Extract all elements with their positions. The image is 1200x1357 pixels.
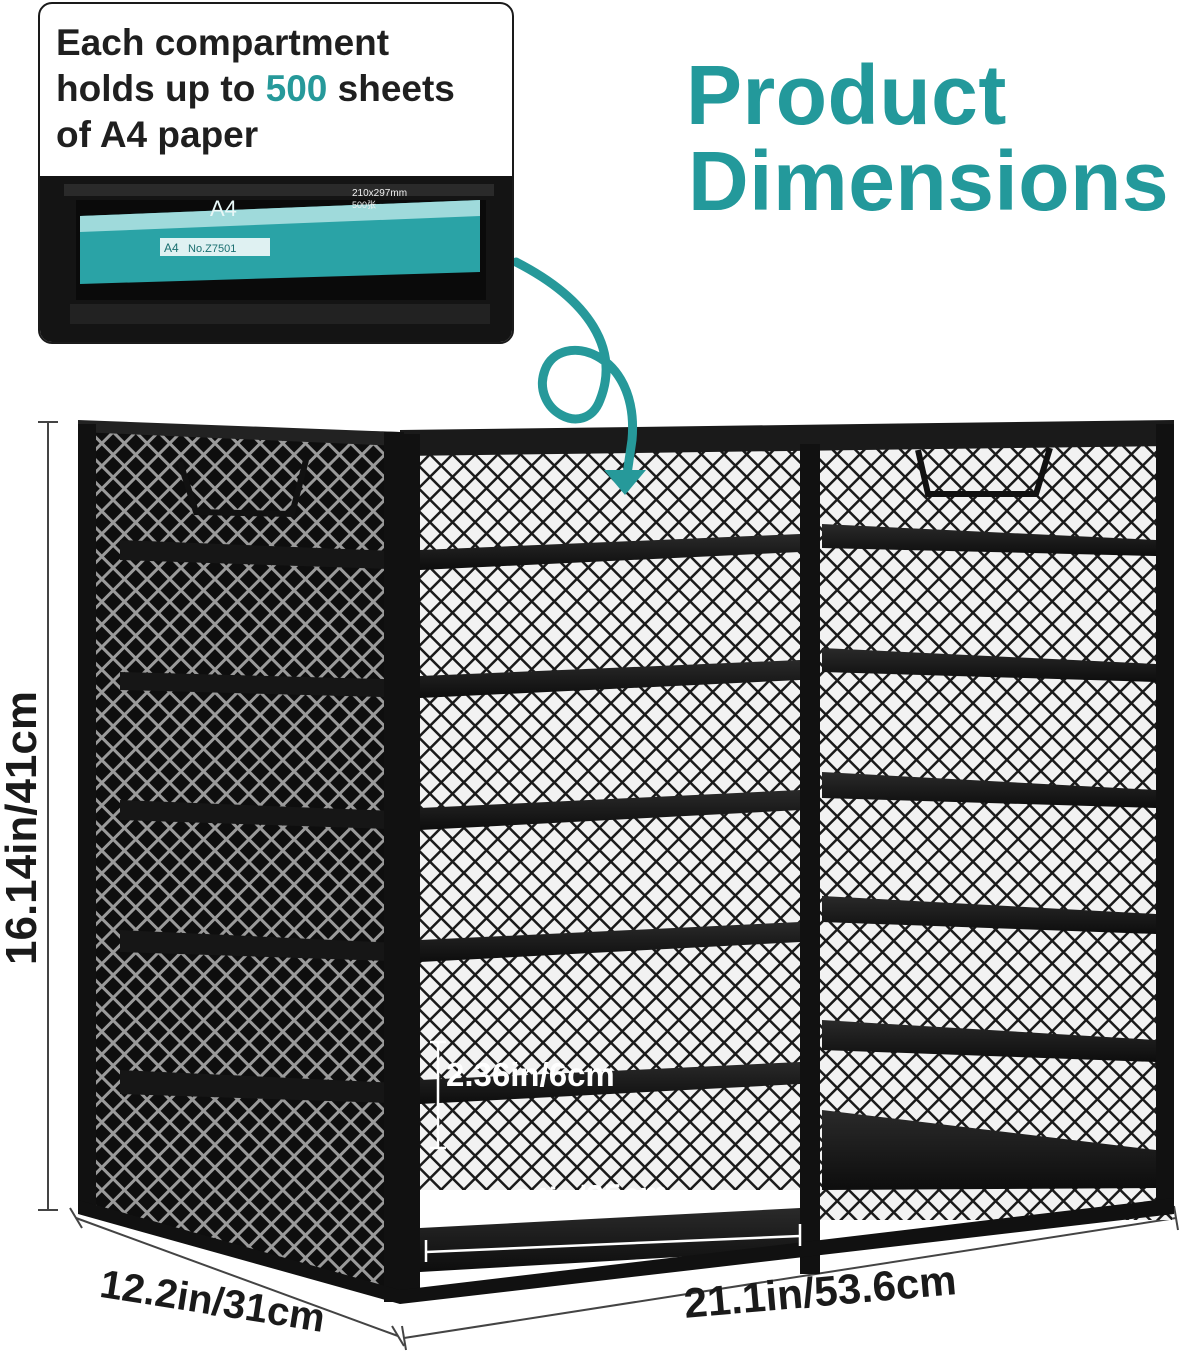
ream-code: No.Z7501 (188, 243, 236, 255)
dimension-lines (38, 421, 1179, 1351)
frame (78, 424, 1174, 1304)
arrow-icon (511, 257, 637, 493)
ream-big-label: A4 (210, 196, 237, 221)
middle-shelves (420, 534, 800, 1272)
title-line-2: Dimensions (688, 134, 1170, 228)
sheet-count: 500 (265, 68, 328, 109)
paper-ream-photo: A4 210x297mm 500张 A4 No.Z7501 (40, 176, 512, 342)
callout-line-3: of A4 paper (56, 114, 259, 155)
page-title: Product Dimensions (686, 52, 1169, 224)
ream-sheets: 500张 (352, 200, 376, 210)
callout-line-2-suffix: sheets (327, 68, 455, 109)
ream-size: 210x297mm (352, 188, 407, 199)
ream-small-label: A4 (164, 241, 179, 255)
capacity-callout: Each compartment holds up to 500 sheets … (38, 2, 514, 344)
callout-line-2-prefix: holds up to (56, 68, 266, 109)
title-line-1: Product (686, 48, 1007, 142)
callout-line-1: Each compartment (56, 22, 390, 63)
capacity-text: Each compartment holds up to 500 sheets … (56, 20, 504, 158)
handle-icon (177, 447, 1053, 518)
right-shelves (822, 524, 1156, 1190)
height-dimension: 16.14in/41cm (0, 691, 46, 965)
compartment-height-dimension: 2.36in/6cm (446, 1056, 615, 1093)
